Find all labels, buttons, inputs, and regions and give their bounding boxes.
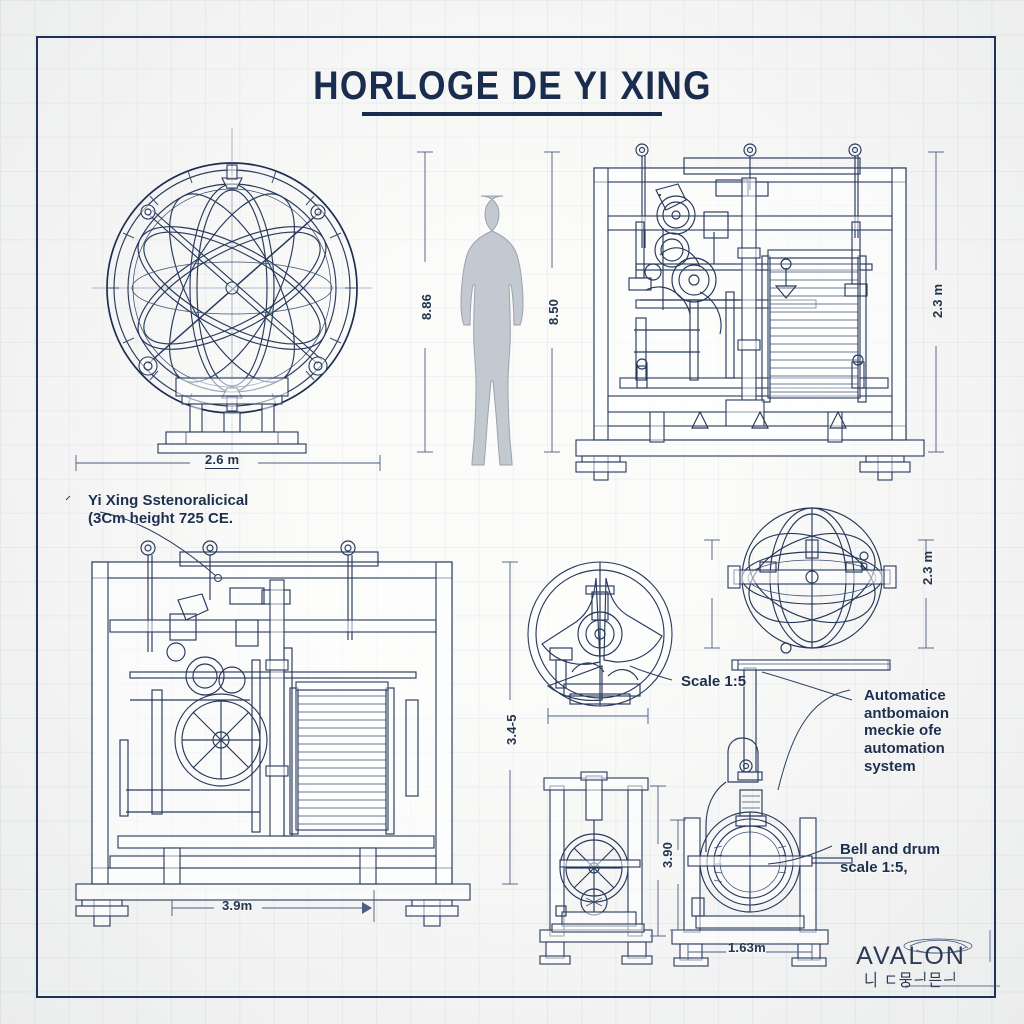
avalon-logo: AVALON 니 ㄷ뭉ᅴ믄ᅴ — [836, 942, 986, 990]
dimension-label-main-view-width: 3.9m — [222, 898, 253, 913]
dimension-armillary-width — [75, 455, 381, 471]
dimension-label-mech-height-right: 2.3 m — [930, 283, 945, 318]
dimension-label-pendulum-height: 3.90 — [660, 841, 675, 868]
view-clock-mechanism-detail — [75, 540, 471, 927]
dimension-human-height — [417, 151, 433, 453]
leader-lines — [65, 495, 853, 865]
view-bell-drum-detail — [670, 659, 891, 967]
annotation-armillary-note: Yi Xing Sstenoralicical (3Cm height 725 … — [88, 492, 249, 527]
dimension-label-armillary-width: 2.6 m — [205, 452, 240, 469]
view-human-scale-figure — [460, 195, 524, 466]
annotation-scale-note-wheel: Scale 1:5 — [681, 673, 747, 690]
annotation-bell-drum-note: Bell and drum scale 1:5, — [840, 841, 941, 876]
view-small-armillary-detail — [704, 507, 934, 671]
dimension-main-view-height — [502, 561, 518, 885]
logo-swoosh — [903, 930, 1000, 987]
dimension-label-human-height: 8.86 — [419, 293, 434, 320]
view-armillary-sphere-elevation — [92, 128, 372, 454]
dimension-mech-height-right — [928, 151, 944, 453]
title-block: HORLOGE DE YI XING — [0, 64, 1024, 116]
annotation-automation-note: Automatice antbomaion meckie ofe automat… — [864, 687, 949, 775]
dimension-label-sphere-detail-height: 2.3 m — [920, 550, 935, 585]
title-underline — [362, 112, 662, 116]
dimension-label-bell-base-width: 1.63m — [728, 940, 766, 955]
view-water-wheel-detail — [527, 561, 673, 724]
page-title: HORLOGE DE YI XING — [312, 64, 712, 108]
logo-wordmark: AVALON — [856, 942, 966, 970]
logo-subtext: 니 ㄷ뭉ᅴ믄ᅴ — [864, 970, 958, 991]
view-pendulum-frame-detail — [539, 771, 666, 965]
dimension-label-mech-height-left: 8.50 — [546, 298, 561, 325]
dimension-main-view-width — [171, 890, 375, 922]
dimension-mech-height-left — [544, 151, 560, 453]
dimension-label-main-view-height: 3.4-5 — [504, 714, 519, 745]
view-clock-mechanism-elevation — [575, 143, 925, 481]
